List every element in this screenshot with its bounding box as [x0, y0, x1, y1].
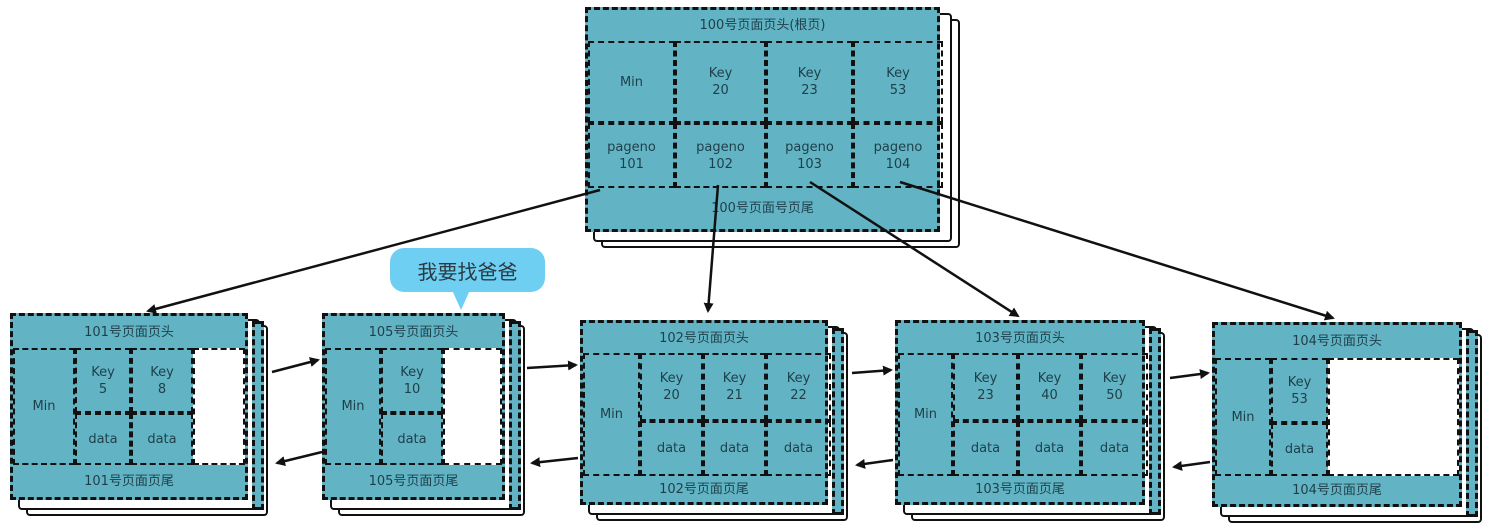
page-footer: 105号页面页尾: [368, 473, 459, 489]
arrow-next-102-103: [851, 365, 893, 376]
arrow-pointer-to-103: [809, 180, 1020, 318]
arrow-pointer-to-101: [146, 188, 601, 314]
speech-bubble: 我要找爸爸: [390, 248, 545, 292]
data-cell: data: [1081, 421, 1148, 476]
arrow-pointer-to-102: [703, 184, 720, 313]
key-cell: Key 40: [1018, 353, 1081, 421]
data-cell: data: [766, 421, 831, 476]
page-header: 104号页面页头: [1292, 334, 1382, 349]
page-footer: 103号页面页尾: [975, 481, 1065, 497]
key-cell: Key 5: [75, 348, 131, 413]
min-cell: Min: [1215, 358, 1271, 476]
data-cell: data: [381, 413, 443, 465]
arrow-prev-105-101: [275, 450, 323, 466]
key-cell: Key 21: [703, 353, 766, 421]
page-header: 105号页面页头: [368, 324, 459, 340]
key-cell: Key 20: [675, 41, 766, 123]
page-footer: 100号页面号页尾: [711, 201, 814, 216]
page-header: 101号页面页头: [84, 324, 174, 340]
key-cell: Key 23: [953, 353, 1018, 421]
arrow-prev-104-103: [1172, 460, 1211, 471]
pageno-cell: pageno 102: [675, 123, 766, 188]
arrow-pointer-to-104: [899, 180, 1335, 321]
data-cell: data: [75, 413, 131, 465]
page-header: 102号页面页头: [659, 330, 749, 346]
page-stack-edge: [1466, 330, 1478, 517]
arrow-next-105-102: [526, 360, 578, 371]
page-stack-edge: [1149, 328, 1161, 515]
empty-slot: [443, 348, 502, 465]
page-header: 103号页面页头: [975, 330, 1065, 346]
page-footer: 102号页面页尾: [659, 481, 749, 497]
data-cell: data: [131, 413, 193, 465]
page-footer: 101号页面页尾: [84, 473, 174, 489]
key-cell: Key 8: [131, 348, 193, 413]
min-cell: Min: [13, 348, 75, 465]
empty-slot: [193, 348, 245, 465]
page-stack-edge: [252, 321, 264, 510]
pageno-cell: pageno 101: [588, 123, 675, 188]
page-footer: 104号页面页尾: [1292, 482, 1382, 498]
key-cell: Key 53: [1271, 358, 1328, 423]
data-cell: data: [953, 421, 1018, 476]
data-cell: data: [640, 421, 703, 476]
page-header: 100号页面页头(根页): [699, 18, 826, 33]
key-cell: Key 23: [766, 41, 853, 123]
arrow-next-101-105: [271, 357, 320, 374]
data-cell: data: [1018, 421, 1081, 476]
min-cell: Min: [898, 353, 953, 476]
data-cell: data: [1271, 423, 1328, 476]
min-cell: Min: [325, 348, 381, 465]
arrow-prev-102-105: [530, 456, 579, 468]
pageno-cell: pageno 104: [853, 123, 943, 188]
arrow-prev-103-102: [855, 458, 894, 469]
speech-bubble-tail: [452, 290, 470, 310]
key-cell: Key 53: [853, 41, 943, 123]
data-cell: data: [703, 421, 766, 476]
pageno-cell: pageno 103: [766, 123, 853, 188]
min-cell: Min: [588, 41, 675, 123]
arrow-next-103-104: [1169, 369, 1210, 380]
key-cell: Key 20: [640, 353, 703, 421]
page-stack-edge: [832, 328, 844, 515]
key-cell: Key 50: [1081, 353, 1148, 421]
min-cell: Min: [583, 353, 640, 476]
empty-slot: [1328, 358, 1459, 476]
page-stack-edge: [509, 321, 521, 510]
key-cell: Key 22: [766, 353, 831, 421]
key-cell: Key 10: [381, 348, 443, 413]
